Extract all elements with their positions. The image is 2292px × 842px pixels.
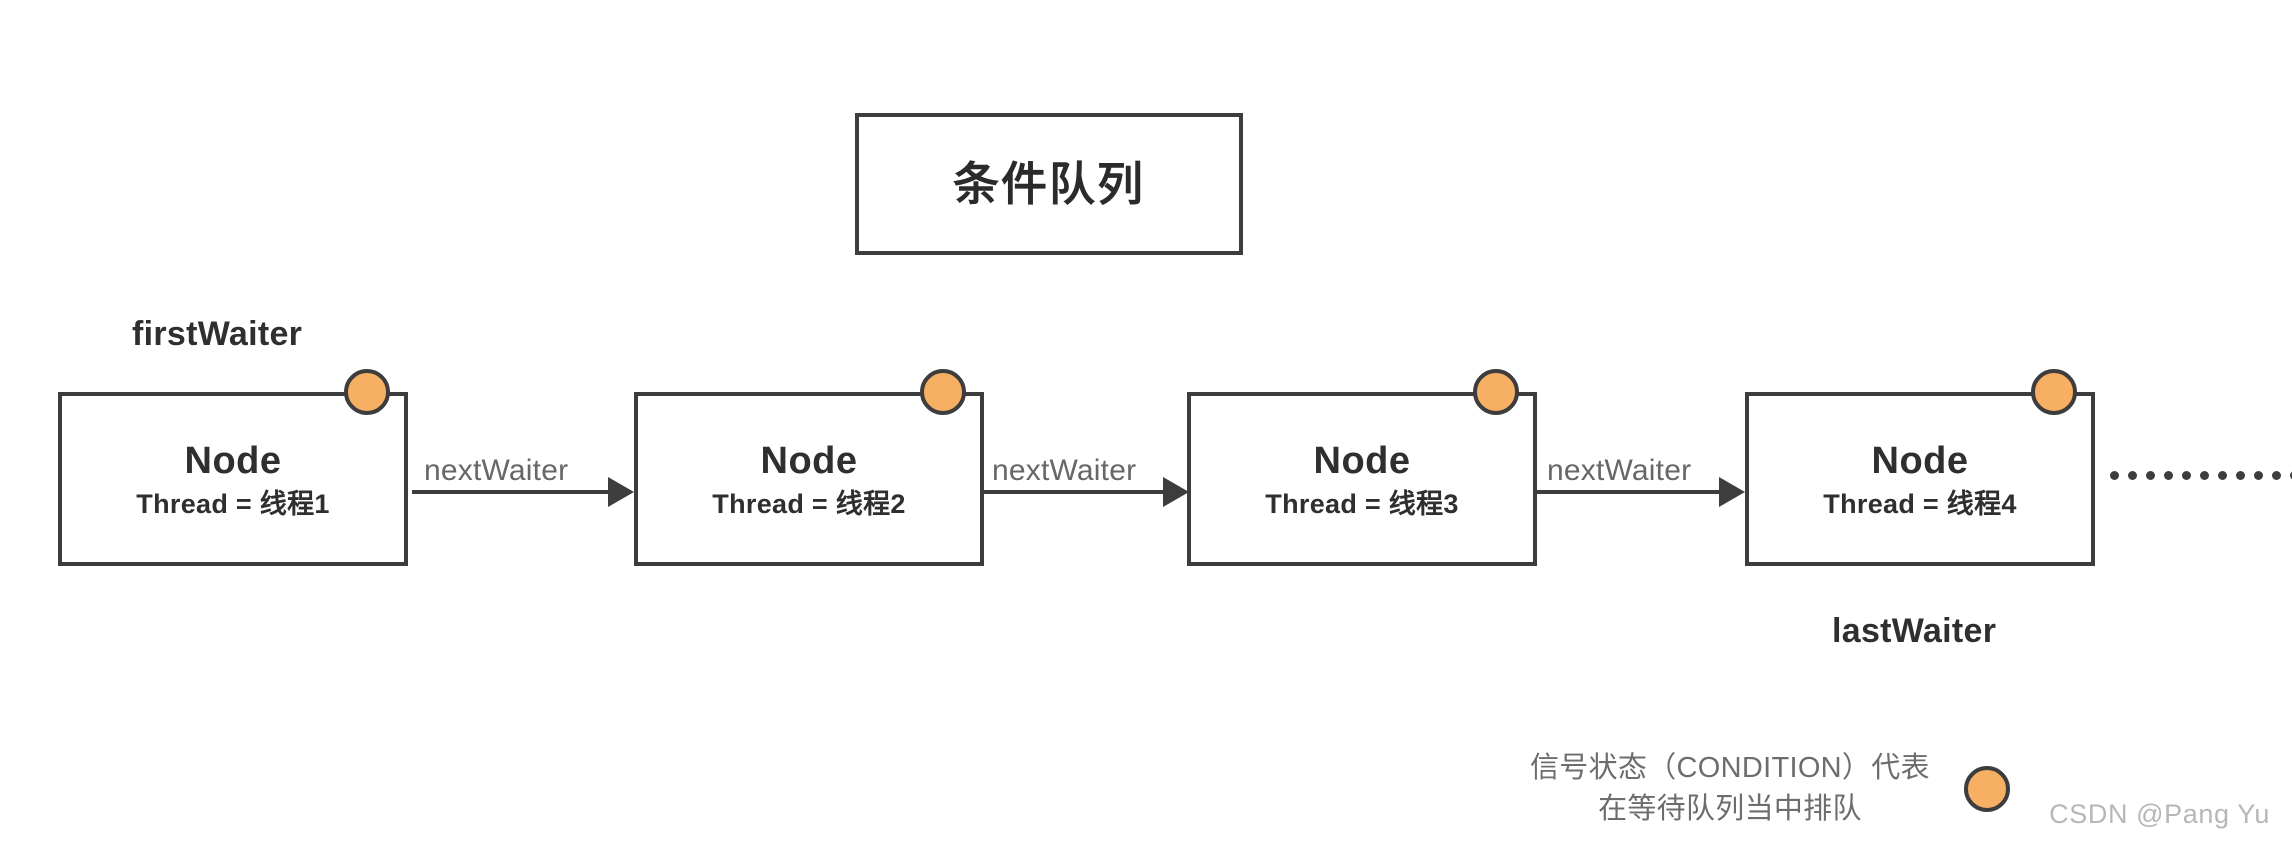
legend-line-1: 信号状态（CONDITION）代表: [1530, 752, 1930, 784]
node-title-1: Node: [184, 440, 282, 483]
node-thread-field-3: Thread = 线程3: [1265, 488, 1459, 519]
connector-label-2: nextWaiter: [992, 454, 1137, 487]
condition-status-dot-icon: [344, 369, 390, 415]
node-content-3: Node Thread = 线程3: [1191, 440, 1533, 522]
node-box-3: Node Thread = 线程3: [1187, 369, 1537, 566]
connector-arrow-2: [1163, 477, 1189, 507]
continuation-dot: [2164, 470, 2173, 480]
condition-queue-title-box: 条件队列: [855, 113, 1243, 255]
node-thread-field-2: Thread = 线程2: [712, 488, 906, 519]
node-title-4: Node: [1871, 440, 1969, 483]
node-box-4: Node Thread = 线程4: [1745, 369, 2095, 566]
first-waiter-label: firstWaiter: [132, 315, 303, 353]
condition-queue-title-text: 条件队列: [953, 158, 1145, 210]
condition-status-dot-icon: [1473, 369, 1519, 415]
continuation-dot: [2110, 470, 2119, 480]
continuation-dot: [2128, 470, 2137, 480]
continuation-dot: [2146, 470, 2155, 480]
continuation-dot: [2200, 470, 2209, 480]
node-title-2: Node: [760, 440, 858, 483]
connector-arrow-3: [1719, 477, 1745, 507]
continuation-dot: [2236, 470, 2245, 480]
connector-line-3: [1537, 490, 1719, 494]
connector-3: nextWaiter: [1537, 454, 1747, 518]
connector-line-2: [984, 490, 1163, 494]
connector-line-1: [412, 490, 608, 494]
condition-status-dot-icon: [2031, 369, 2077, 415]
condition-status-dot-icon: [920, 369, 966, 415]
node-thread-field-1: Thread = 线程1: [136, 488, 330, 519]
legend-text: 信号状态（CONDITION）代表 在等待队列当中排队: [1530, 748, 1930, 830]
continuation-dot: [2218, 470, 2227, 480]
legend-line-2: 在等待队列当中排队: [1598, 793, 1862, 826]
continuation-dot: [2254, 470, 2263, 480]
watermark: CSDN @Pang Yu: [2049, 799, 2270, 829]
node-title-3: Node: [1313, 440, 1411, 483]
connector-1: nextWaiter: [412, 454, 634, 518]
legend-condition-dot-icon: [1963, 766, 2010, 813]
continuation-dots-icon: [2110, 470, 2292, 480]
last-waiter-label: lastWaiter: [1832, 612, 1997, 650]
node-thread-field-4: Thread = 线程4: [1823, 488, 2017, 519]
connector-label-1: nextWaiter: [424, 454, 569, 487]
connector-arrow-1: [608, 477, 634, 507]
continuation-dot: [2272, 470, 2281, 480]
connector-label-3: nextWaiter: [1547, 454, 1692, 487]
node-box-2: Node Thread = 线程2: [634, 369, 984, 566]
node-content-1: Node Thread = 线程1: [62, 440, 404, 522]
node-content-4: Node Thread = 线程4: [1749, 440, 2091, 522]
node-content-2: Node Thread = 线程2: [638, 440, 980, 522]
continuation-dot: [2182, 470, 2191, 480]
continuation-dot: [2290, 470, 2292, 480]
node-box-1: Node Thread = 线程1: [58, 369, 408, 566]
connector-2: nextWaiter: [984, 454, 1189, 518]
legend: 信号状态（CONDITION）代表 在等待队列当中排队: [1530, 748, 2010, 830]
